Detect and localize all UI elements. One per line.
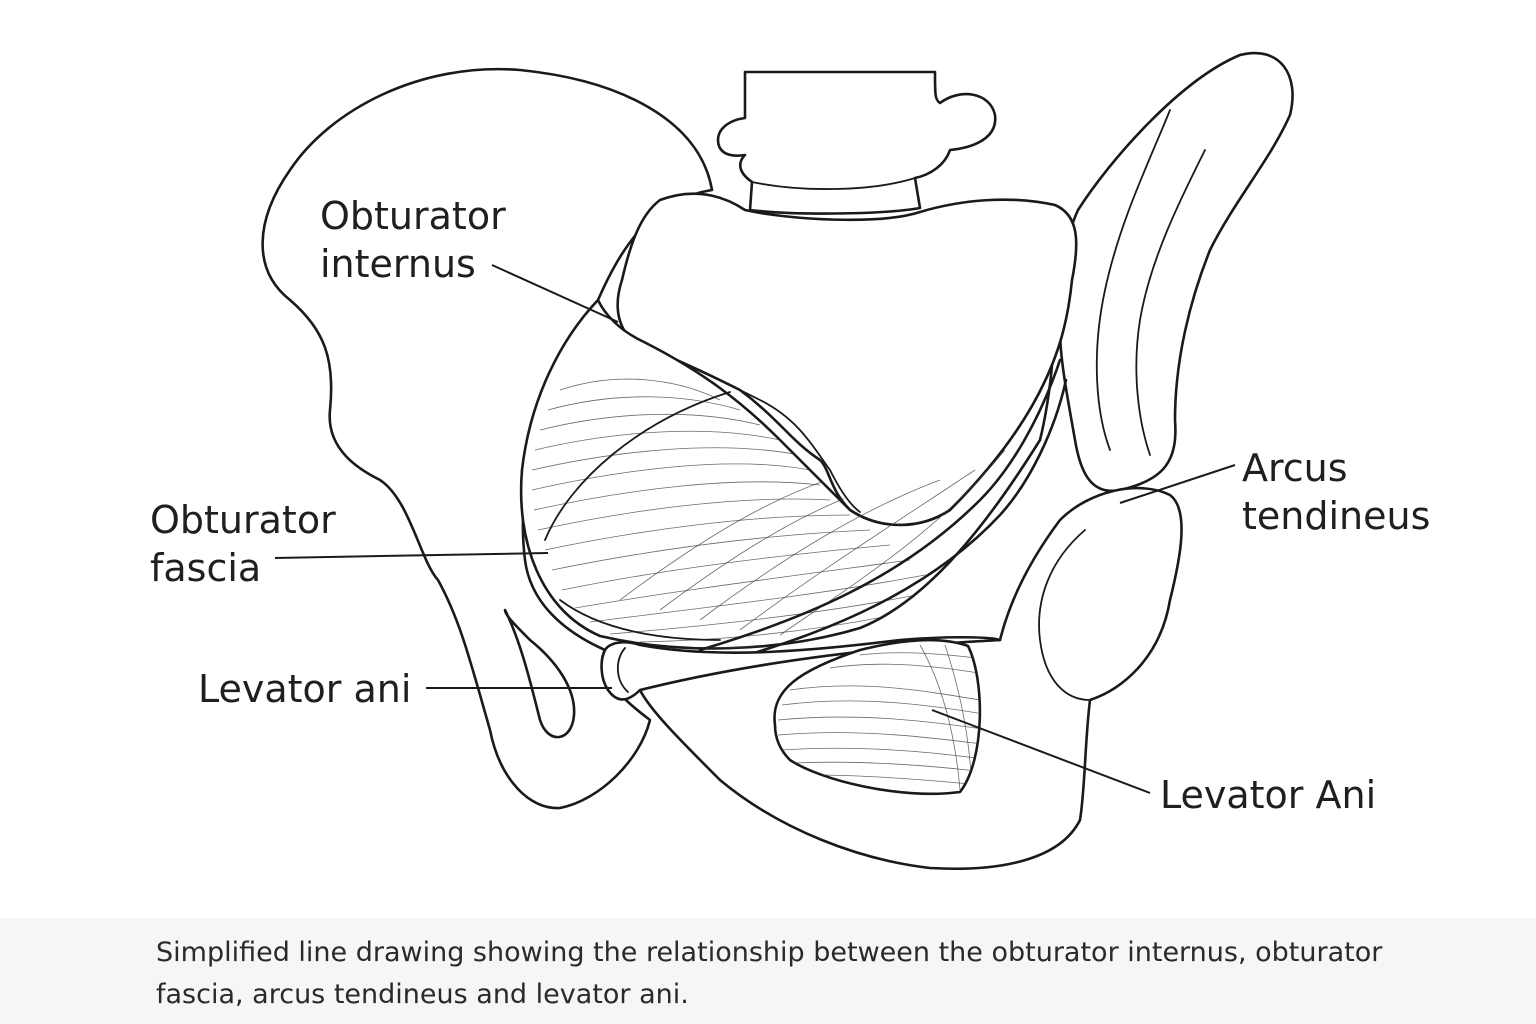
- leader-obturator-fascia: [274, 552, 549, 559]
- left-iliac-wing: [261, 67, 714, 810]
- right-iliac-inner-curve: [1095, 109, 1171, 451]
- label-obturator-internus-line2: internus: [320, 242, 476, 286]
- right-iliac-inner-curve-2: [1135, 149, 1206, 456]
- label-arcus-tendineus: Arcus tendineus: [1242, 446, 1430, 538]
- lumbar-vertebra: [716, 70, 997, 215]
- pubic-bone: [600, 635, 1002, 701]
- leader-levator-ani-right: [931, 709, 1151, 794]
- caption-text: Simplified line drawing showing the rela…: [156, 937, 1383, 1010]
- pubic-symphysis: [616, 647, 629, 693]
- pelvis-diagram: Obturator internus Obturator fascia Leva…: [150, 51, 1430, 870]
- label-obturator-fascia: Obturator fascia: [150, 498, 348, 590]
- label-obturator-fascia-line1: Obturator: [150, 498, 336, 542]
- label-levator-ani-right: Levator Ani: [1160, 773, 1376, 817]
- label-obturator-internus-line1: Obturator: [320, 194, 506, 238]
- caption-panel: Simplified line drawing showing the rela…: [0, 918, 1536, 1024]
- obturator-fascia-line: [544, 391, 731, 541]
- sacrum-inner-edge: [629, 339, 861, 513]
- arcus-tendineus-band: [698, 358, 1062, 652]
- levator-ani-fibres: [777, 644, 980, 791]
- right-iliac-wing: [1058, 51, 1294, 493]
- right-acetabulum-rim: [1038, 529, 1091, 701]
- leader-arcus-tendineus: [1119, 464, 1236, 504]
- arcus-tendineus-band-2: [728, 378, 1068, 662]
- label-levator-ani-left: Levator ani: [198, 667, 411, 711]
- left-obturator-foramen: [503, 608, 576, 739]
- label-arcus-tendineus-line2: tendineus: [1242, 494, 1430, 538]
- obturator-fascia-line-2: [559, 599, 721, 641]
- leader-obturator-internus: [491, 264, 619, 323]
- obturator-internus-muscle: [519, 298, 1054, 650]
- label-obturator-fascia-line2: fascia: [150, 546, 261, 590]
- label-arcus-tendineus-line1: Arcus: [1242, 446, 1348, 490]
- label-obturator-internus: Obturator internus: [320, 194, 518, 286]
- vertebra-disc-line: [751, 177, 916, 190]
